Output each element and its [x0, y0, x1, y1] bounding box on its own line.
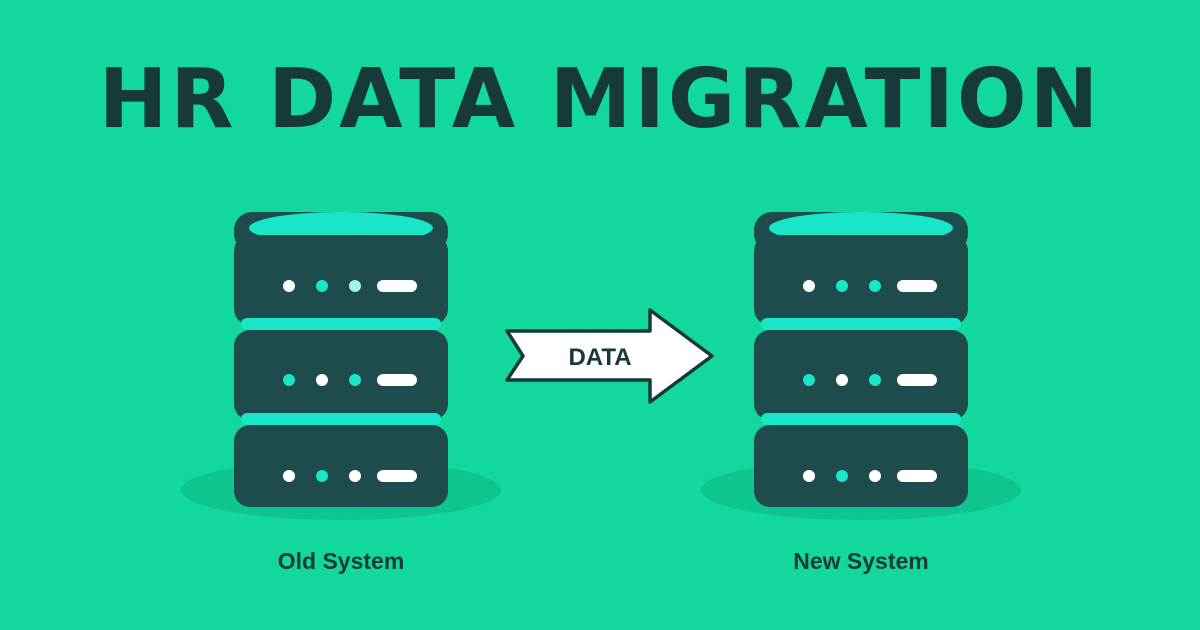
- server-row-1-lights: [803, 280, 937, 292]
- server-row-3-lights: [803, 470, 937, 482]
- data-transfer-arrow: DATA: [505, 308, 714, 404]
- server-row-1-lights: [283, 280, 417, 292]
- new-system-label: New System: [793, 548, 929, 574]
- server-row-3-lights: [283, 470, 417, 482]
- arrow-label: DATA: [568, 344, 631, 371]
- diagram-title: HR DATA MIGRATION: [98, 52, 1102, 147]
- server-row-2-lights: [803, 374, 937, 386]
- new-system-database-icon: [701, 212, 1021, 520]
- server-row-2-lights: [283, 374, 417, 386]
- old-system-label: Old System: [277, 548, 405, 574]
- old-system-database-icon: [181, 212, 501, 520]
